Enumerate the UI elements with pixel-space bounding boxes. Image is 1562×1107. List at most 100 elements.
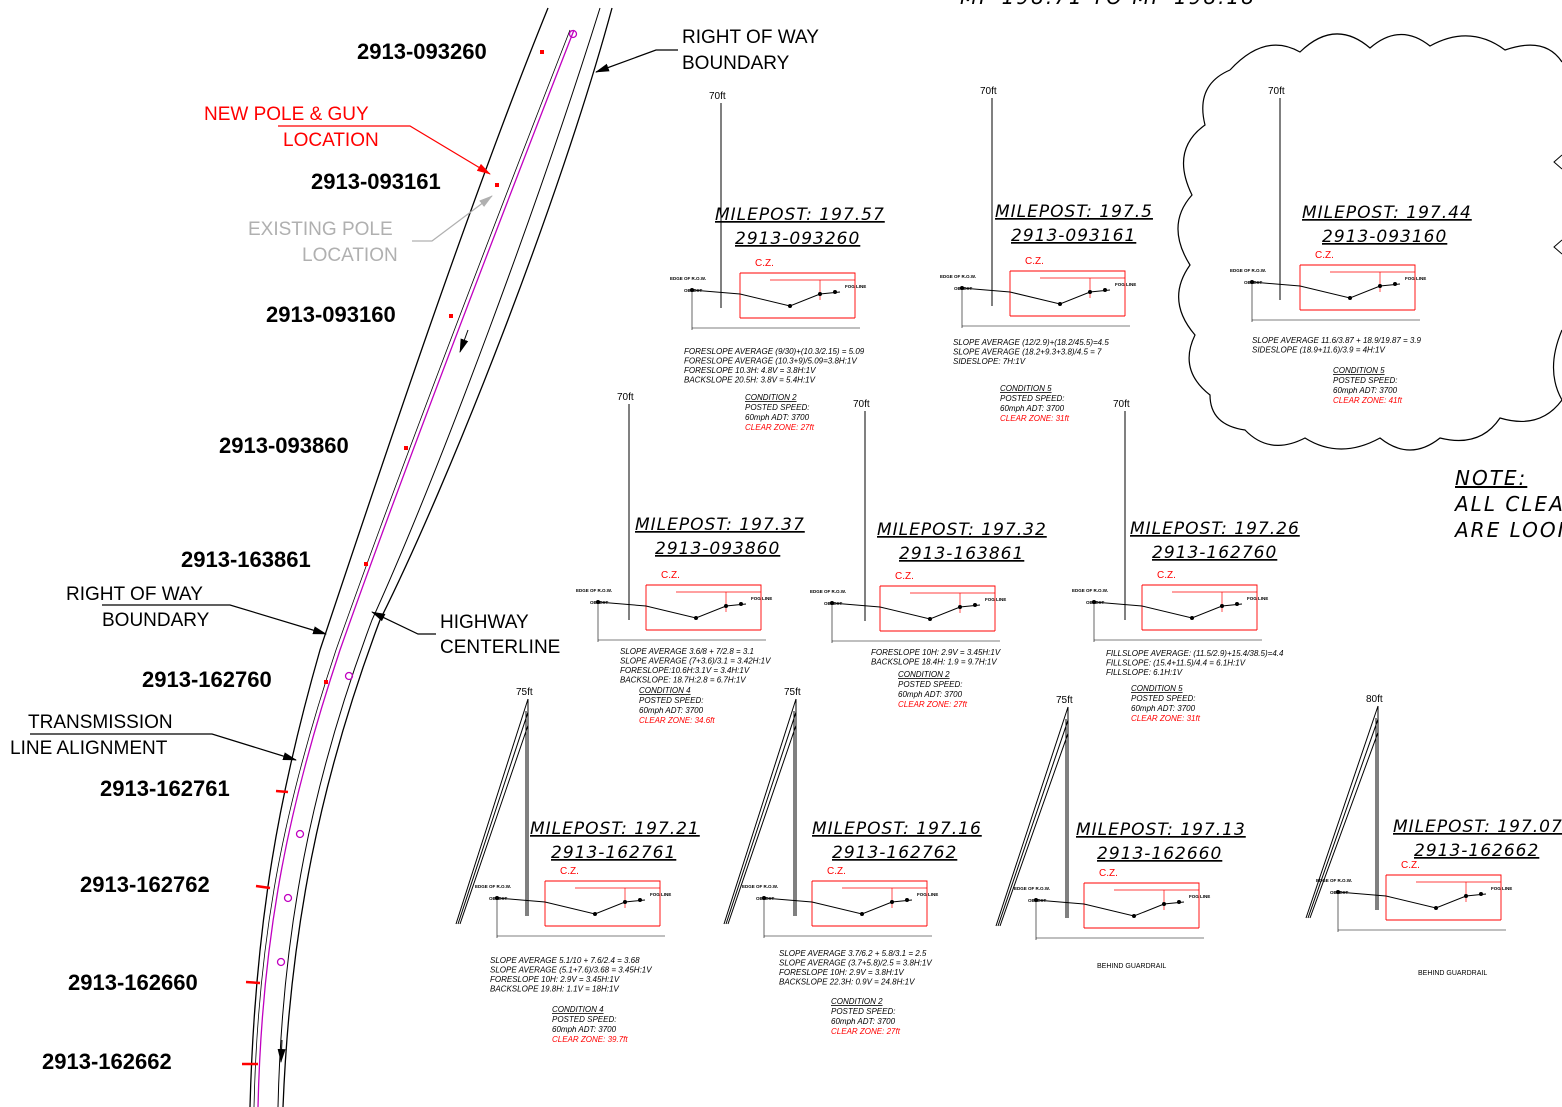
guy-wire — [727, 725, 797, 925]
condition-label: CONDITION 4 — [552, 1005, 604, 1014]
edge-row-label: EDGE OF R.O.W. — [1014, 886, 1050, 891]
posted-speed-label: POSTED SPEED: — [552, 1015, 616, 1024]
profile-point — [1034, 898, 1038, 902]
guy-wire — [725, 712, 797, 925]
milepost-label: MILEPOST: 197.07 — [1393, 817, 1562, 837]
new-pole-marker — [364, 562, 368, 566]
calc-note: BACKSLOPE 18.4H: 1.9 = 9.7H:1V — [871, 658, 997, 667]
section-pole-label: 2913-162762 — [832, 843, 957, 863]
posted-speed-label: POSTED SPEED: — [1131, 694, 1195, 703]
new-pole-marker — [275, 789, 289, 794]
profile-point — [1235, 602, 1239, 606]
profile-point — [495, 896, 499, 900]
cz-dimension-line — [646, 584, 762, 630]
clear-zone-value: CLEAR ZONE: 31ft — [1000, 414, 1070, 423]
profile-point — [1393, 282, 1397, 286]
pole-height-label: 80ft — [1366, 694, 1383, 705]
ground-profile — [831, 602, 981, 620]
highway-map — [242, 7, 613, 1107]
calc-note: FORESLOPE AVERAGE (9/30)+(10.3/2.15) = 5… — [684, 347, 865, 356]
section-pole-label: 2913-093860 — [655, 539, 780, 559]
side-note-title: NOTE: — [1455, 466, 1527, 490]
transmission-leader — [30, 733, 297, 761]
pole-label: 2913-162761 — [100, 776, 230, 801]
adt-label: 60mph ADT: 3700 — [639, 706, 704, 715]
calc-note: BEHIND GUARDRAIL — [1418, 970, 1487, 977]
profile-point — [1250, 280, 1254, 284]
side-note: NOTE: ALL CLEA ARE LOOI — [1453, 466, 1562, 542]
fog-line-label: FOG LINE — [1247, 596, 1268, 601]
milepost-label: MILEPOST: 197.57 — [715, 205, 885, 225]
row-top-label-2: BOUNDARY — [682, 53, 790, 74]
calc-note: SLOPE AVERAGE 3.7/6.2 + 5.8/3.1 = 2.5 — [779, 949, 927, 958]
calc-note: FILLSLOPE: (15.4+11.5)/4.4 = 6.1H:1V — [1106, 659, 1246, 668]
transmission-label-2: LINE ALIGNMENT — [10, 738, 168, 759]
section-pole-label: 2913-163861 — [899, 544, 1024, 564]
row-boundary-right-line — [282, 7, 613, 1107]
milepost-label: MILEPOST: 197.21 — [530, 819, 700, 839]
pole-label: 2913-162660 — [68, 970, 198, 995]
profile-point — [960, 286, 964, 290]
ground-profile — [1035, 899, 1185, 917]
clear-zone-label: C.Z. — [755, 258, 774, 269]
guy-wire — [1309, 732, 1379, 919]
milepost-label: MILEPOST: 197.26 — [1130, 519, 1300, 539]
calc-note: SLOPE AVERAGE 5.1/10 + 7.6/2.4 = 3.68 — [490, 956, 640, 965]
cz-dimension-line — [545, 880, 661, 926]
clear-zone-label: C.Z. — [1025, 256, 1044, 267]
pole-label-group: 2913-093260 2913-093161 2913-093160 2913… — [42, 39, 487, 1074]
profile-point — [623, 900, 627, 904]
existing-pole-leader — [412, 195, 493, 242]
posted-speed-label: POSTED SPEED: — [1000, 394, 1064, 403]
milepost-label: MILEPOST: 197.37 — [635, 515, 805, 535]
section-pole-label: 2913-162662 — [1414, 841, 1539, 861]
posted-speed-label: POSTED SPEED: — [898, 680, 962, 689]
profile-point — [1336, 890, 1340, 894]
pole-marker — [568, 29, 578, 39]
pole-label: 2913-163861 — [181, 547, 311, 572]
fog-line-label: FOG LINE — [1491, 886, 1512, 891]
row-left-leader — [102, 604, 327, 635]
profile-point — [860, 912, 864, 916]
guy-wire — [457, 712, 529, 925]
milepost-label: MILEPOST: 197.44 — [1302, 203, 1472, 223]
profile-point — [1220, 604, 1224, 608]
edge-row-label: EDGE OF R.O.W. — [810, 589, 846, 594]
calc-note: BACKSLOPE: 18.7H:2.8 = 6.7H:1V — [620, 676, 746, 685]
profile-point — [905, 898, 909, 902]
profile-point — [638, 898, 642, 902]
edge-row-label: EDGE OF R.O.W. — [670, 276, 706, 281]
profile-point — [830, 601, 834, 605]
cz-dimension-line — [1300, 264, 1416, 310]
clear-zone-value: CLEAR ZONE: 31ft — [1131, 714, 1201, 723]
calc-note: SLOPE AVERAGE (5.1+7.6)/3.68 = 3.45H:1V — [490, 966, 652, 975]
calc-note: BACKSLOPE 22.3H: 0.9V = 24.8H:1V — [779, 978, 915, 987]
fog-line-label: FOG LINE — [1405, 276, 1426, 281]
section-pole-label: 2913-093260 — [735, 229, 860, 249]
fog-line-label: FOG LINE — [1189, 894, 1210, 899]
ground-profile — [496, 897, 646, 915]
clear-zone-value: CLEAR ZONE: 41ft — [1333, 396, 1403, 405]
pole-height-label: 75ft — [516, 687, 533, 698]
adt-label: 60mph ADT: 3700 — [898, 690, 963, 699]
callouts: RIGHT OF WAY BOUNDARY NEW POLE & GUY LOC… — [10, 27, 819, 761]
clear-zone-label: C.Z. — [1315, 250, 1334, 261]
profile-point — [890, 900, 894, 904]
section-pole-label: 2913-093161 — [1011, 226, 1136, 246]
calc-note: SIDESLOPE (18.9+11.6)/3.9 = 4H:1V — [1252, 346, 1385, 355]
cz-dimension-line — [1010, 270, 1126, 316]
milepost-label: MILEPOST: 197.13 — [1076, 820, 1246, 840]
section-pole-label: 2913-162660 — [1097, 844, 1222, 864]
adt-label: 60mph ADT: 3700 — [1000, 404, 1065, 413]
fog-line-label: FOG LINE — [751, 596, 772, 601]
row-top-label: RIGHT OF WAY — [682, 27, 819, 48]
new-pole-marker — [449, 314, 453, 318]
pole-height-label: 75ft — [784, 687, 801, 698]
fog-line-label: FOG LINE — [985, 597, 1006, 602]
profile-point — [694, 616, 698, 620]
